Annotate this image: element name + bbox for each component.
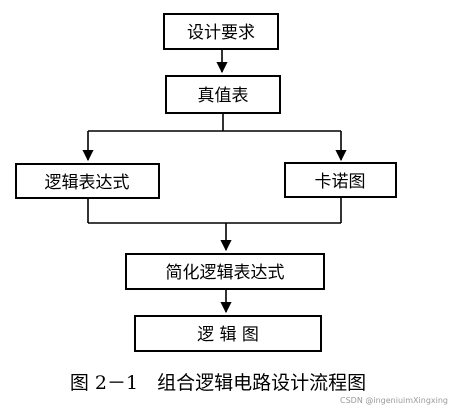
node-karnaugh-map-label: 卡诺图 [315, 172, 366, 192]
node-logic-expression-label: 逻辑表达式 [45, 173, 130, 193]
node-design-requirements: 设计要求 [163, 13, 279, 50]
node-logic-expression: 逻辑表达式 [15, 163, 160, 199]
node-simplified-expression: 简化逻辑表达式 [125, 253, 325, 290]
merge-connector [87, 197, 342, 252]
node-logic-diagram: 逻 辑 图 [134, 315, 322, 352]
split-connector [82, 113, 347, 162]
node-logic-diagram-label: 逻 辑 图 [197, 325, 259, 345]
node-design-requirements-label: 设计要求 [187, 23, 255, 43]
watermark-text: CSDN @ingeniuimXingxing [340, 396, 448, 405]
node-truth-table: 真值表 [165, 75, 281, 114]
node-karnaugh-map: 卡诺图 [284, 162, 397, 198]
node-simplified-expression-label: 简化逻辑表达式 [166, 263, 285, 283]
node-truth-table-label: 真值表 [198, 86, 249, 106]
figure-caption: 图 2－1 组合逻辑电路设计流程图 [70, 372, 366, 394]
